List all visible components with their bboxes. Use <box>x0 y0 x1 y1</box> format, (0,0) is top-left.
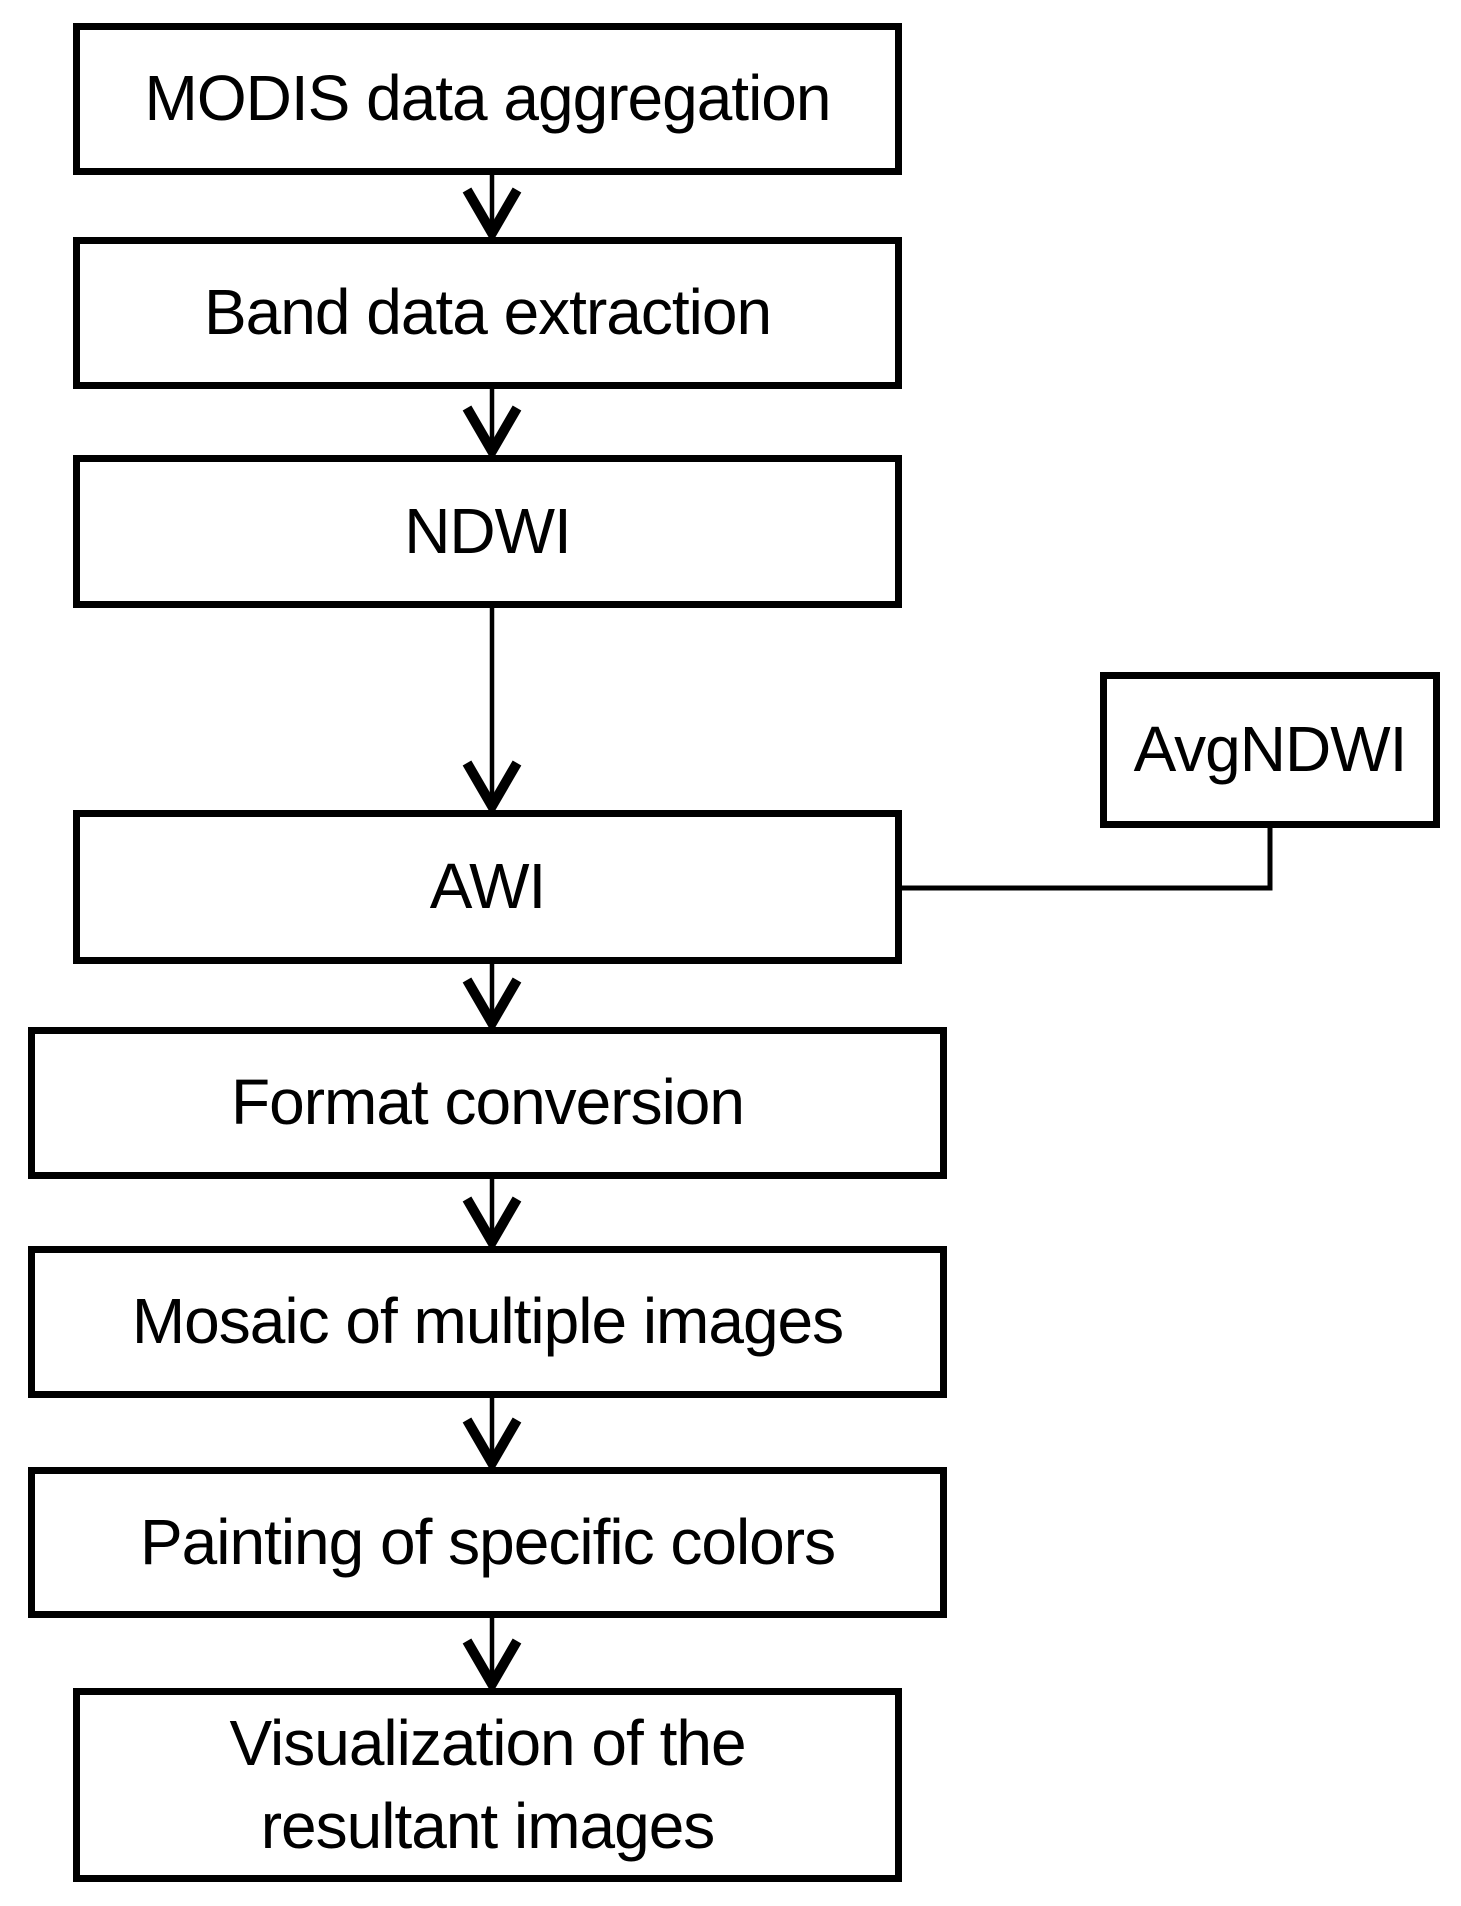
node-label: AvgNDWI <box>1133 713 1408 786</box>
node-modis-data-aggregation: MODIS data aggregation <box>73 23 902 175</box>
arrow-awi-to-format <box>462 964 522 1033</box>
node-label: AWI <box>429 850 546 923</box>
node-format-conversion: Format conversion <box>28 1027 947 1179</box>
node-label: Format conversion <box>231 1066 745 1139</box>
connector-awi-to-avgndwi <box>902 826 1273 891</box>
node-painting-of-specific-colors: Painting of specific colors <box>28 1467 947 1618</box>
node-ndwi: NDWI <box>73 455 902 608</box>
node-label: NDWI <box>404 494 572 567</box>
node-label: Visualization of the resultant images <box>229 1702 746 1868</box>
node-awi: AWI <box>73 810 902 964</box>
node-band-data-extraction: Band data extraction <box>73 237 902 389</box>
node-visualization-of-resultant-images: Visualization of the resultant images <box>73 1688 902 1882</box>
node-label-line-2: resultant images <box>260 1790 716 1862</box>
arrow-format-to-mosaic <box>462 1179 522 1252</box>
node-label: Painting of specific colors <box>139 1505 836 1578</box>
node-label: MODIS data aggregation <box>144 62 832 135</box>
arrow-band-to-ndwi <box>462 389 522 461</box>
node-avgndwi: AvgNDWI <box>1100 672 1440 828</box>
arrow-mosaic-to-painting <box>462 1398 522 1473</box>
node-label-line-1: Visualization of the <box>229 1706 746 1779</box>
node-mosaic-of-multiple-images: Mosaic of multiple images <box>28 1246 947 1398</box>
arrow-ndwi-to-awi <box>462 608 522 816</box>
node-label: Mosaic of multiple images <box>131 1285 844 1358</box>
node-label: Band data extraction <box>203 276 772 349</box>
arrow-painting-to-visualization <box>462 1618 522 1694</box>
arrow-modis-to-band <box>462 175 522 243</box>
